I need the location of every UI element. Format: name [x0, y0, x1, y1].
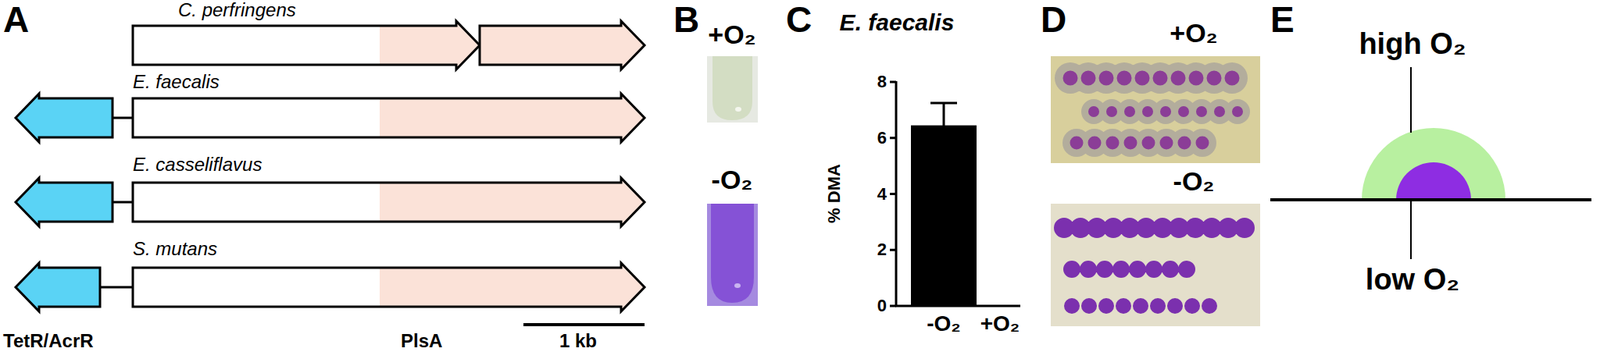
panel-letter: A [3, 0, 29, 40]
regulator-arrow [15, 263, 100, 312]
tube-culture [712, 56, 753, 121]
tube-culture [710, 203, 754, 304]
domain-shading [379, 263, 645, 312]
gene-arrow [132, 263, 645, 312]
gene-row [15, 263, 645, 312]
tick-label: 4 [877, 184, 887, 204]
colony-row [1076, 136, 1221, 150]
colonies [1064, 228, 1250, 307]
low-oxygen-zone [1396, 162, 1472, 200]
gene-arrow [132, 178, 645, 227]
bar [910, 125, 977, 307]
intergenic-line [112, 117, 133, 120]
gene-label: TetR/AcrR [3, 331, 94, 352]
gene-row [15, 178, 645, 227]
plate-photo [1050, 203, 1261, 327]
gene-row [132, 21, 645, 70]
leader-line [1410, 201, 1412, 260]
gene-arrow [132, 21, 480, 70]
zone-label: high O₂ [1358, 28, 1466, 61]
tick-label: 8 [877, 72, 887, 92]
leader-line [1410, 67, 1412, 133]
gene-arrow [132, 93, 645, 143]
tube-photo [707, 203, 758, 307]
colony-halos [1070, 78, 1249, 143]
condition-label: -O₂ [711, 165, 754, 195]
gene-arrow [132, 263, 645, 312]
gene-arrow [132, 178, 645, 227]
axis-title: % DMA [825, 164, 844, 224]
species-label: C. perfringens [178, 0, 297, 21]
condition-label: +O₂ [1169, 18, 1218, 48]
intergenic-line [100, 286, 133, 290]
regulator-arrow [15, 178, 113, 227]
domain-shading [379, 178, 645, 227]
colony-row [1071, 260, 1204, 279]
colony-row [1064, 217, 1250, 239]
colonies [1070, 78, 1249, 143]
category-label: -O₂ [926, 312, 961, 337]
tick-label: 2 [877, 240, 887, 260]
high-oxygen-zone [1361, 128, 1506, 200]
scale-label: 1 kb [559, 331, 597, 352]
plate-photo [1050, 56, 1261, 164]
category-label: +O₂ [980, 312, 1021, 337]
species-label: E. casseliflavus [132, 154, 262, 175]
species-label: E. faecalis [132, 71, 220, 93]
zone-label: low O₂ [1365, 264, 1460, 297]
regulator-arrow [15, 93, 113, 143]
tube-photo [707, 56, 758, 123]
scale-bar [523, 323, 645, 327]
colony-row [1071, 298, 1227, 315]
panel-letter: D [1040, 0, 1067, 40]
y-tick [889, 249, 897, 252]
halo-row [1076, 128, 1221, 158]
gene-arrow [132, 93, 645, 143]
gene-row [15, 93, 645, 143]
y-tick [889, 192, 897, 196]
chart-title: E. faecalis [839, 9, 955, 36]
panel-letter: C [785, 0, 812, 40]
y-tick [889, 81, 897, 84]
error-cap [930, 102, 958, 105]
error-bar [942, 103, 946, 127]
colony-row [1070, 71, 1249, 86]
gene-arrow [132, 21, 480, 70]
tube-glint [735, 107, 742, 112]
y-tick [889, 305, 897, 308]
colony-row [1093, 106, 1239, 118]
gene-arrow [479, 21, 645, 70]
y-tick [889, 136, 897, 140]
domain-shading [379, 93, 645, 143]
intergenic-line [112, 201, 133, 204]
chart-axes [889, 81, 1021, 308]
halo-row [1093, 99, 1239, 125]
agar-surface [1270, 198, 1592, 202]
panel-letter: B [673, 0, 700, 40]
gene-label: PlsA [400, 331, 443, 352]
tube-glint [734, 283, 741, 289]
panel-letter: E [1270, 0, 1295, 40]
tick-label: 6 [877, 128, 887, 148]
halo-row [1070, 62, 1249, 94]
tick-label: 0 [877, 296, 887, 316]
condition-label: -O₂ [1173, 167, 1215, 197]
condition-label: +O₂ [707, 20, 756, 50]
species-label: S. mutans [132, 239, 218, 260]
